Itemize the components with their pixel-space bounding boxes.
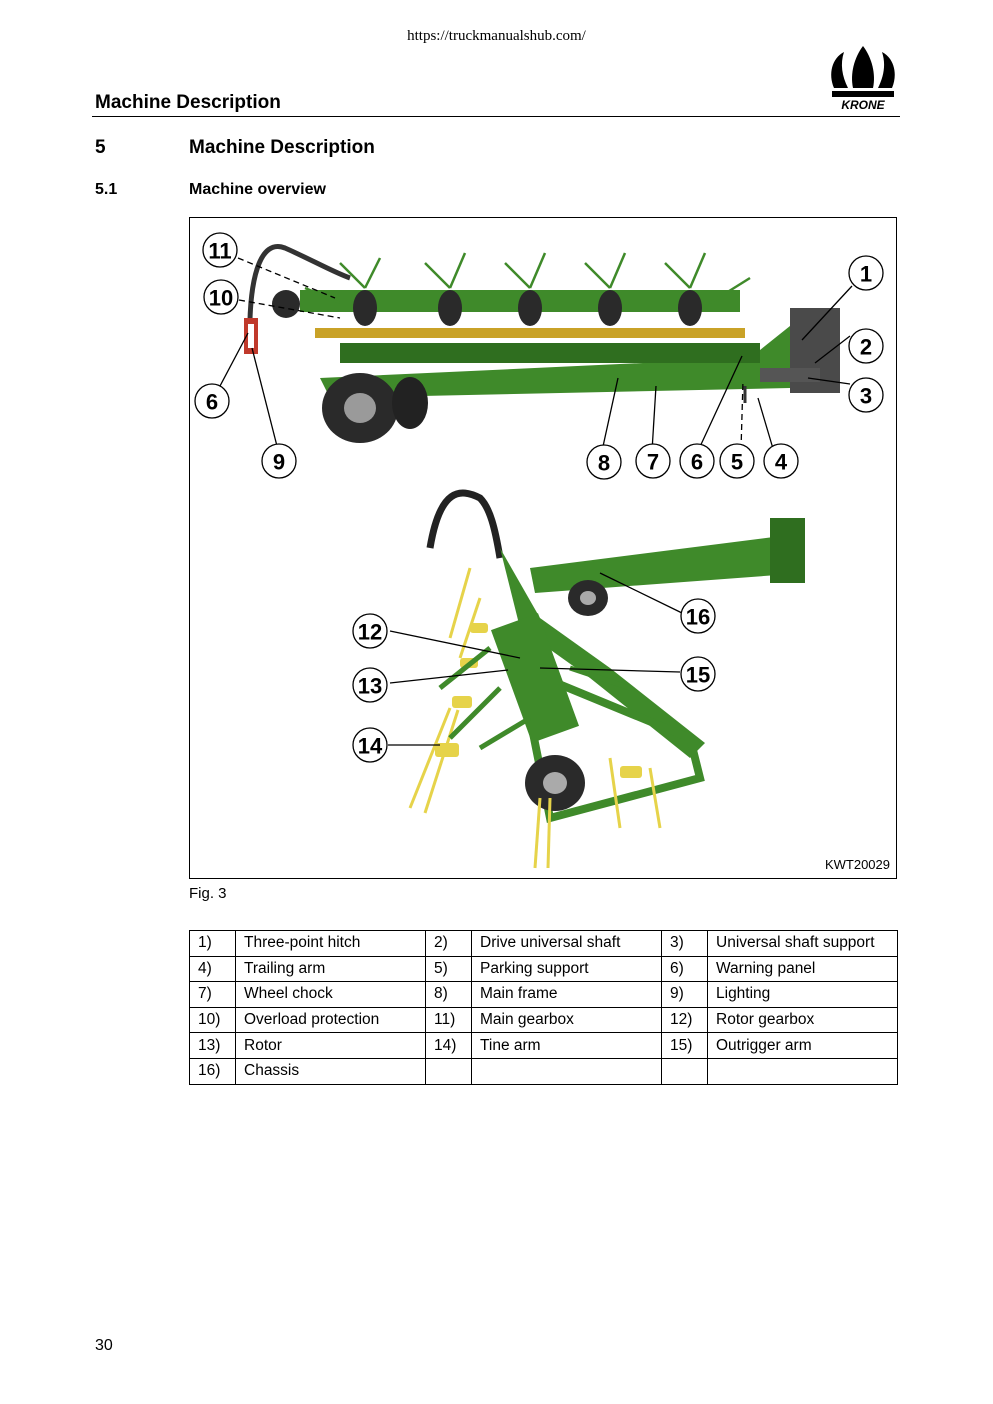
- callout-15: 15: [680, 656, 716, 692]
- svg-text:6: 6: [691, 450, 703, 475]
- tedder-rotor-detail-view: [408, 489, 805, 869]
- callout-6-left: 6: [194, 383, 230, 419]
- legend-item-label: Trailing arm: [235, 955, 426, 983]
- svg-text:15: 15: [686, 663, 710, 688]
- legend-item-number: 12): [661, 1006, 708, 1034]
- legend-item-label: Drive universal shaft: [471, 930, 662, 957]
- svg-text:5: 5: [731, 450, 743, 475]
- legend-item-number: 9): [661, 981, 708, 1008]
- svg-text:3: 3: [860, 384, 872, 409]
- svg-text:9: 9: [273, 450, 285, 475]
- krone-crown-icon: KRONE: [831, 46, 895, 112]
- legend-item-number: 7): [189, 981, 236, 1008]
- svg-text:14: 14: [358, 734, 383, 759]
- callout-5: 5: [719, 443, 755, 479]
- section-number: 5: [95, 137, 106, 158]
- legend-item-label: Chassis: [235, 1057, 426, 1085]
- callout-8: 8: [586, 444, 622, 480]
- source-url: https://truckmanualshub.com/: [407, 28, 586, 44]
- legend-item-number: 13): [189, 1032, 236, 1059]
- legend-item-label: Main frame: [471, 981, 662, 1008]
- svg-text:11: 11: [208, 239, 231, 264]
- callout-11: 11: [202, 232, 238, 268]
- svg-text:4: 4: [775, 450, 788, 475]
- legend-item-number: 1): [189, 930, 236, 957]
- legend-item-label: Outrigger arm: [707, 1032, 898, 1059]
- legend-item-label: Three-point hitch: [235, 930, 426, 957]
- svg-text:8: 8: [598, 451, 610, 476]
- svg-text:12: 12: [358, 620, 382, 645]
- legend-item-number: [661, 1057, 708, 1085]
- machine-illustration: 11 10 6 9 8 7 6 5 4 1 2 3 12 13 14 16 15: [194, 232, 884, 869]
- figure-caption: Fig. 3: [189, 885, 227, 902]
- legend-item-label: Overload protection: [235, 1006, 426, 1034]
- callout-3: 3: [848, 377, 884, 413]
- callout-1: 1: [848, 255, 884, 291]
- svg-text:6: 6: [206, 390, 218, 415]
- svg-text:1: 1: [860, 262, 872, 287]
- callout-12: 12: [352, 613, 388, 649]
- section-title: Machine Description: [189, 137, 375, 158]
- machine-overview-figure: 11 10 6 9 8 7 6 5 4 1 2 3 12 13 14 16 15…: [189, 217, 897, 879]
- legend-item-label: [471, 1057, 662, 1085]
- callout-9: 9: [261, 443, 297, 479]
- svg-text:10: 10: [209, 286, 233, 311]
- svg-text:7: 7: [647, 450, 659, 475]
- legend-item-label: Parking support: [471, 955, 662, 983]
- legend-item-number: 14): [425, 1032, 472, 1059]
- legend-item-label: Tine arm: [471, 1032, 662, 1059]
- legend-item-label: [707, 1057, 898, 1085]
- legend-item-number: 5): [425, 955, 472, 983]
- legend-item-label: Rotor gearbox: [707, 1006, 898, 1034]
- callout-2: 2: [848, 328, 884, 364]
- header-divider: [92, 116, 900, 117]
- running-header-title: Machine Description: [95, 92, 281, 113]
- legend-item-number: 6): [661, 955, 708, 983]
- svg-text:2: 2: [860, 335, 872, 360]
- tedder-transport-view: [244, 244, 840, 443]
- callout-13: 13: [352, 667, 388, 703]
- legend-item-label: Lighting: [707, 981, 898, 1008]
- svg-text:16: 16: [686, 605, 710, 630]
- callout-14: 14: [352, 727, 388, 763]
- callout-7: 7: [635, 443, 671, 479]
- legend-item-number: 3): [661, 930, 708, 957]
- callout-leader-lines: [219, 257, 853, 746]
- legend-item-number: 11): [425, 1006, 472, 1034]
- legend-item-label: Universal shaft support: [707, 930, 898, 957]
- legend-item-number: 15): [661, 1032, 708, 1059]
- svg-text:13: 13: [358, 674, 382, 699]
- svg-text:KRONE: KRONE: [841, 98, 885, 112]
- legend-item-label: Wheel chock: [235, 981, 426, 1008]
- callout-6-right: 6: [679, 443, 715, 479]
- subsection-title: Machine overview: [189, 181, 326, 198]
- callout-10: 10: [203, 279, 239, 315]
- page-number: 30: [95, 1337, 113, 1354]
- legend-item-number: 2): [425, 930, 472, 957]
- callout-16: 16: [680, 598, 716, 634]
- legend-item-number: [425, 1057, 472, 1085]
- legend-item-label: Main gearbox: [471, 1006, 662, 1034]
- legend-row: 16)Chassis: [189, 1057, 898, 1085]
- krone-logo: KRONE: [826, 44, 900, 112]
- legend-item-label: Rotor: [235, 1032, 426, 1059]
- legend-item-label: Warning panel: [707, 955, 898, 983]
- figure-image-id: KWT20029: [824, 857, 890, 872]
- legend-item-number: 10): [189, 1006, 236, 1034]
- legend-item-number: 8): [425, 981, 472, 1008]
- legend-item-number: 4): [189, 955, 236, 983]
- subsection-number: 5.1: [95, 181, 118, 198]
- legend-item-number: 16): [189, 1057, 236, 1085]
- callout-4: 4: [763, 443, 799, 479]
